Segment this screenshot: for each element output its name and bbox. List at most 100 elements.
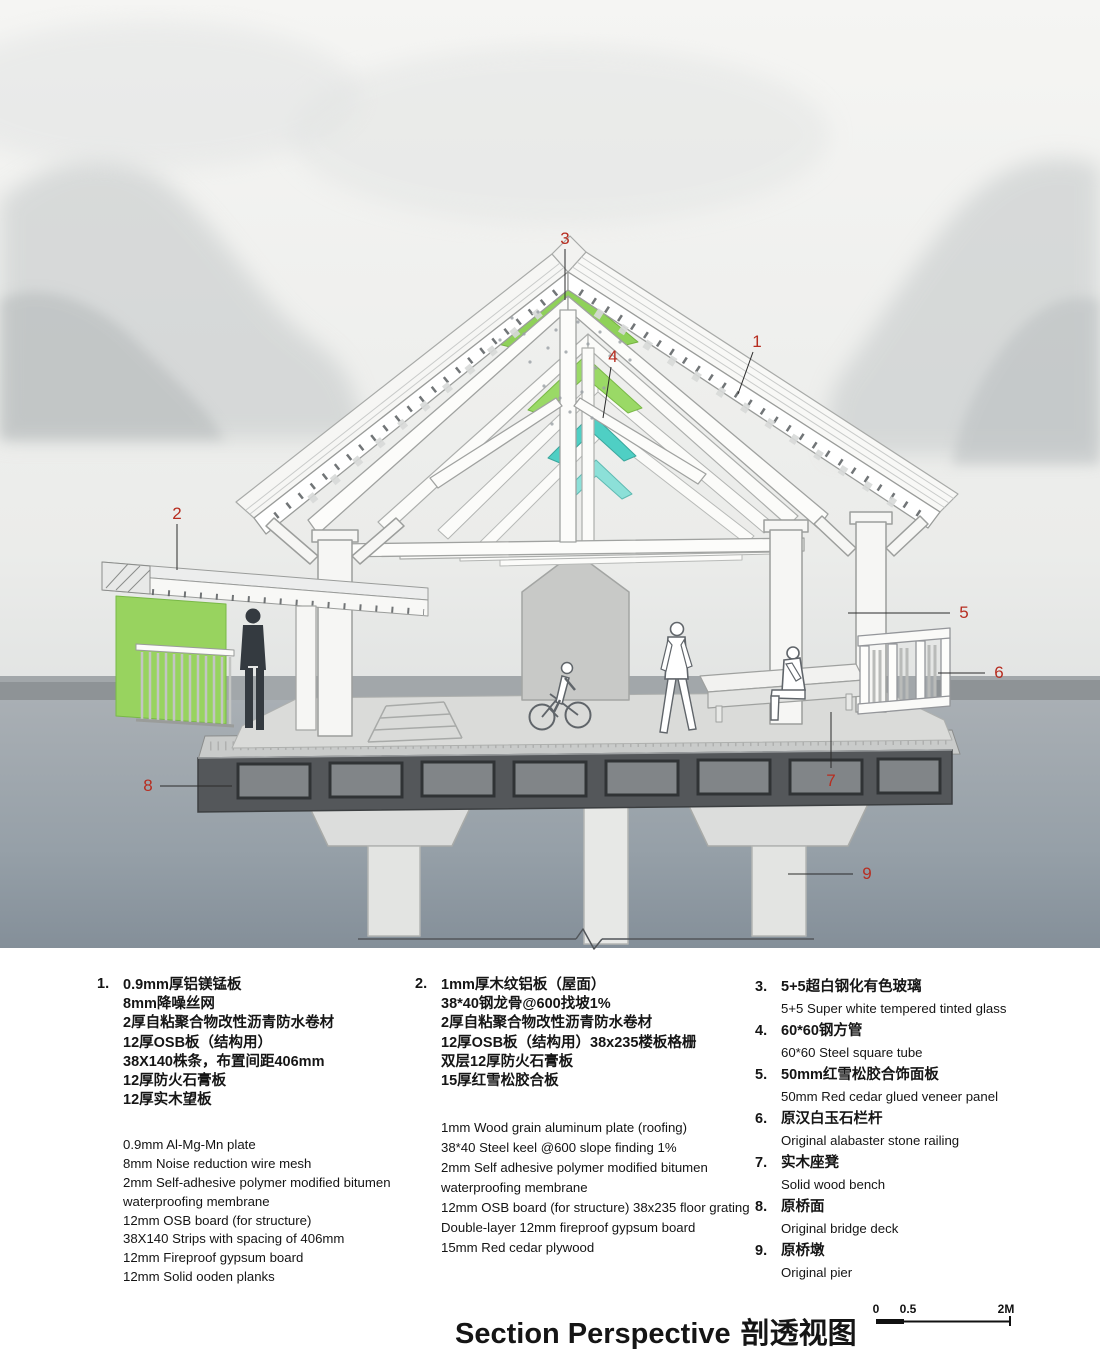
legend-item-9-number: 9. bbox=[755, 1243, 768, 1259]
legend-item-2: 2. 1mm厚木纹铝板（屋面） 38*40钢龙骨@600找坡1% 2厚自粘聚合物… bbox=[415, 976, 750, 1258]
callout-9: 9 bbox=[788, 864, 872, 883]
deck-band-highlight bbox=[197, 749, 953, 759]
roof-fascia-right bbox=[567, 271, 941, 529]
callout-3: 3 bbox=[560, 229, 570, 300]
purlin-row-right bbox=[593, 308, 901, 510]
callout-5-label: 5 bbox=[959, 603, 968, 622]
legend-item-3-number: 3. bbox=[755, 979, 768, 995]
legend-line: 1mm厚木纹铝板（屋面） bbox=[441, 977, 606, 993]
legend-line: 60*60钢方管 bbox=[781, 1023, 863, 1039]
standing-figure bbox=[240, 608, 266, 730]
legend-item-2-en: 1mm Wood grain aluminum plate (roofing) … bbox=[415, 1118, 750, 1258]
mountain-left-near bbox=[0, 292, 225, 440]
callouts: 1 2 3 4 5 6 7 8 bbox=[143, 229, 1003, 883]
callout-8: 8 bbox=[143, 776, 232, 795]
pier-shaft-center bbox=[583, 803, 629, 945]
callout-2-label: 2 bbox=[172, 504, 181, 523]
waterline-mark bbox=[358, 928, 814, 950]
pier-shaft-left bbox=[367, 845, 421, 937]
legend-line: 12厚实木望板 bbox=[123, 1092, 212, 1109]
legend-line: 0.9mm厚铝镁锰板 bbox=[123, 977, 242, 993]
brace-right-inner bbox=[813, 515, 857, 557]
legend-line: 15mm Red cedar plywood bbox=[441, 1240, 595, 1256]
legend-line: 12厚OSB板（结构用） bbox=[123, 1034, 273, 1051]
callout-7-label: 7 bbox=[826, 771, 835, 790]
far-gable-opening bbox=[521, 551, 630, 701]
legend-line: 12mm Fireproof gypsum board bbox=[123, 1250, 304, 1266]
pier-shaft-right bbox=[751, 845, 807, 937]
legend-line: 15厚红雪松胶合板 bbox=[441, 1073, 559, 1090]
deck-panels bbox=[236, 757, 942, 800]
drawing-title-en: Section Perspective bbox=[455, 1318, 731, 1350]
mist-left bbox=[0, 20, 360, 170]
legend-line: 12mm Solid ooden planks bbox=[123, 1269, 275, 1284]
scale-bar-solid-segment bbox=[876, 1319, 904, 1324]
porch-balusters bbox=[140, 652, 232, 724]
callout-6-label: 6 bbox=[994, 663, 1003, 682]
legend-item-3: 3. 5+5超白钢化有色玻璃 5+5 Super white tempered … bbox=[755, 976, 1006, 1020]
legend-line: 38*40 Steel keel @600 slope finding 1% bbox=[441, 1140, 677, 1156]
callout-6: 6 bbox=[938, 663, 1004, 682]
legend-line: 8mm Noise reduction wire mesh bbox=[123, 1156, 312, 1172]
porch-cut-hatch bbox=[105, 563, 151, 593]
porch-top-rail bbox=[135, 643, 235, 657]
callout-4: 4 bbox=[602, 347, 618, 419]
legend-line: 原桥墩 bbox=[781, 1243, 825, 1259]
drawing-title-zh: 剖透视图 bbox=[740, 1318, 857, 1350]
scale-label-2m: 2M bbox=[998, 1302, 1015, 1316]
mountain-right-near bbox=[952, 297, 1100, 465]
callout-9-label: 9 bbox=[862, 864, 871, 883]
legend-line: waterproofing membrane bbox=[441, 1180, 588, 1196]
bridge-substructure bbox=[307, 803, 869, 950]
railing-post-3 bbox=[915, 640, 926, 708]
drawing-title: Section Perspective 剖透视图 bbox=[455, 1310, 857, 1352]
legend-item-1-zh: 0.9mm厚铝镁锰板 8mm降噪丝网 2厚自粘聚合物改性沥青防水卷材 12厚OS… bbox=[97, 976, 391, 1110]
legend-item-6: 6. 原汉白玉石栏杆 Original alabaster stone rail… bbox=[755, 1108, 1006, 1152]
legend-item-5-number: 5. bbox=[755, 1067, 768, 1083]
legend-line: 0.9mm Al-Mg-Mn plate bbox=[123, 1137, 256, 1153]
callout-3-label: 3 bbox=[560, 229, 569, 248]
legend-line: 1mm Wood grain aluminum plate (roofing) bbox=[441, 1120, 688, 1136]
legend-line: 2厚自粘聚合物改性沥青防水卷材 bbox=[123, 1015, 335, 1032]
roof bbox=[235, 235, 959, 535]
legend-line: 38X140株条，布置间距406mm bbox=[123, 1053, 325, 1070]
legend-item-4-number: 4. bbox=[755, 1023, 768, 1039]
brace-left-outer bbox=[351, 517, 405, 565]
legend-line: 5+5 Super white tempered tinted glass bbox=[781, 1001, 1007, 1016]
steps bbox=[367, 701, 463, 743]
figures bbox=[240, 608, 806, 734]
legend-line: 实木座凳 bbox=[781, 1155, 839, 1171]
legend-line: 2厚自粘聚合物改性沥青防水卷材 bbox=[441, 1015, 653, 1032]
legend-line: 12mm OSB board (for structure) 38x235 fl… bbox=[441, 1200, 750, 1216]
callout-2: 2 bbox=[172, 504, 182, 570]
legend-line: 12厚OSB板（结构用）38x235楼板格栅 bbox=[441, 1034, 697, 1051]
legend-item-4: 4. 60*60钢方管 60*60 Steel square tube bbox=[755, 1020, 1006, 1064]
bench-leg-2 bbox=[845, 693, 853, 711]
callout-1: 1 bbox=[737, 332, 762, 395]
callout-8-label: 8 bbox=[143, 776, 152, 795]
stone-balusters bbox=[872, 645, 937, 706]
legend-line: 2mm Self-adhesive polymer modified bitum… bbox=[123, 1175, 391, 1191]
railing-top-rail bbox=[857, 627, 951, 647]
bench-leg-1 bbox=[715, 705, 723, 723]
legend-item-9: 9. 原桥墩 Original pier bbox=[755, 1240, 1006, 1284]
pier-cap-right bbox=[687, 803, 869, 847]
legend-item-8: 8. 原桥面 Original bridge deck bbox=[755, 1196, 1006, 1240]
legend-item-2-number: 2. bbox=[415, 976, 428, 992]
legend-line: 5+5超白钢化有色玻璃 bbox=[781, 979, 922, 995]
legend-item-1: 1. 0.9mm厚铝镁锰板 8mm降噪丝网 2厚自粘聚合物改性沥青防水卷材 12… bbox=[97, 976, 391, 1287]
gable-speckles bbox=[498, 310, 632, 426]
brace-left-inner bbox=[265, 517, 319, 565]
legend-items-3-9: 3. 5+5超白钢化有色玻璃 5+5 Super white tempered … bbox=[755, 976, 1006, 1284]
legend-line: Solid wood bench bbox=[781, 1177, 886, 1192]
legend-line: Double-layer 12mm fireproof gypsum board bbox=[441, 1220, 696, 1236]
porch-green-wall bbox=[115, 595, 227, 725]
legend-item-1-number: 1. bbox=[97, 976, 110, 992]
legend-line: 50mm红雪松胶合饰面板 bbox=[781, 1067, 939, 1083]
legend-line: 60*60 Steel square tube bbox=[781, 1045, 923, 1060]
legend-line: 38X140 Strips with spacing of 406mm bbox=[123, 1231, 345, 1247]
ridge-cap bbox=[551, 235, 587, 273]
legend-line: 12mm OSB board (for structure) bbox=[123, 1212, 312, 1228]
callout-4-label: 4 bbox=[608, 347, 617, 366]
